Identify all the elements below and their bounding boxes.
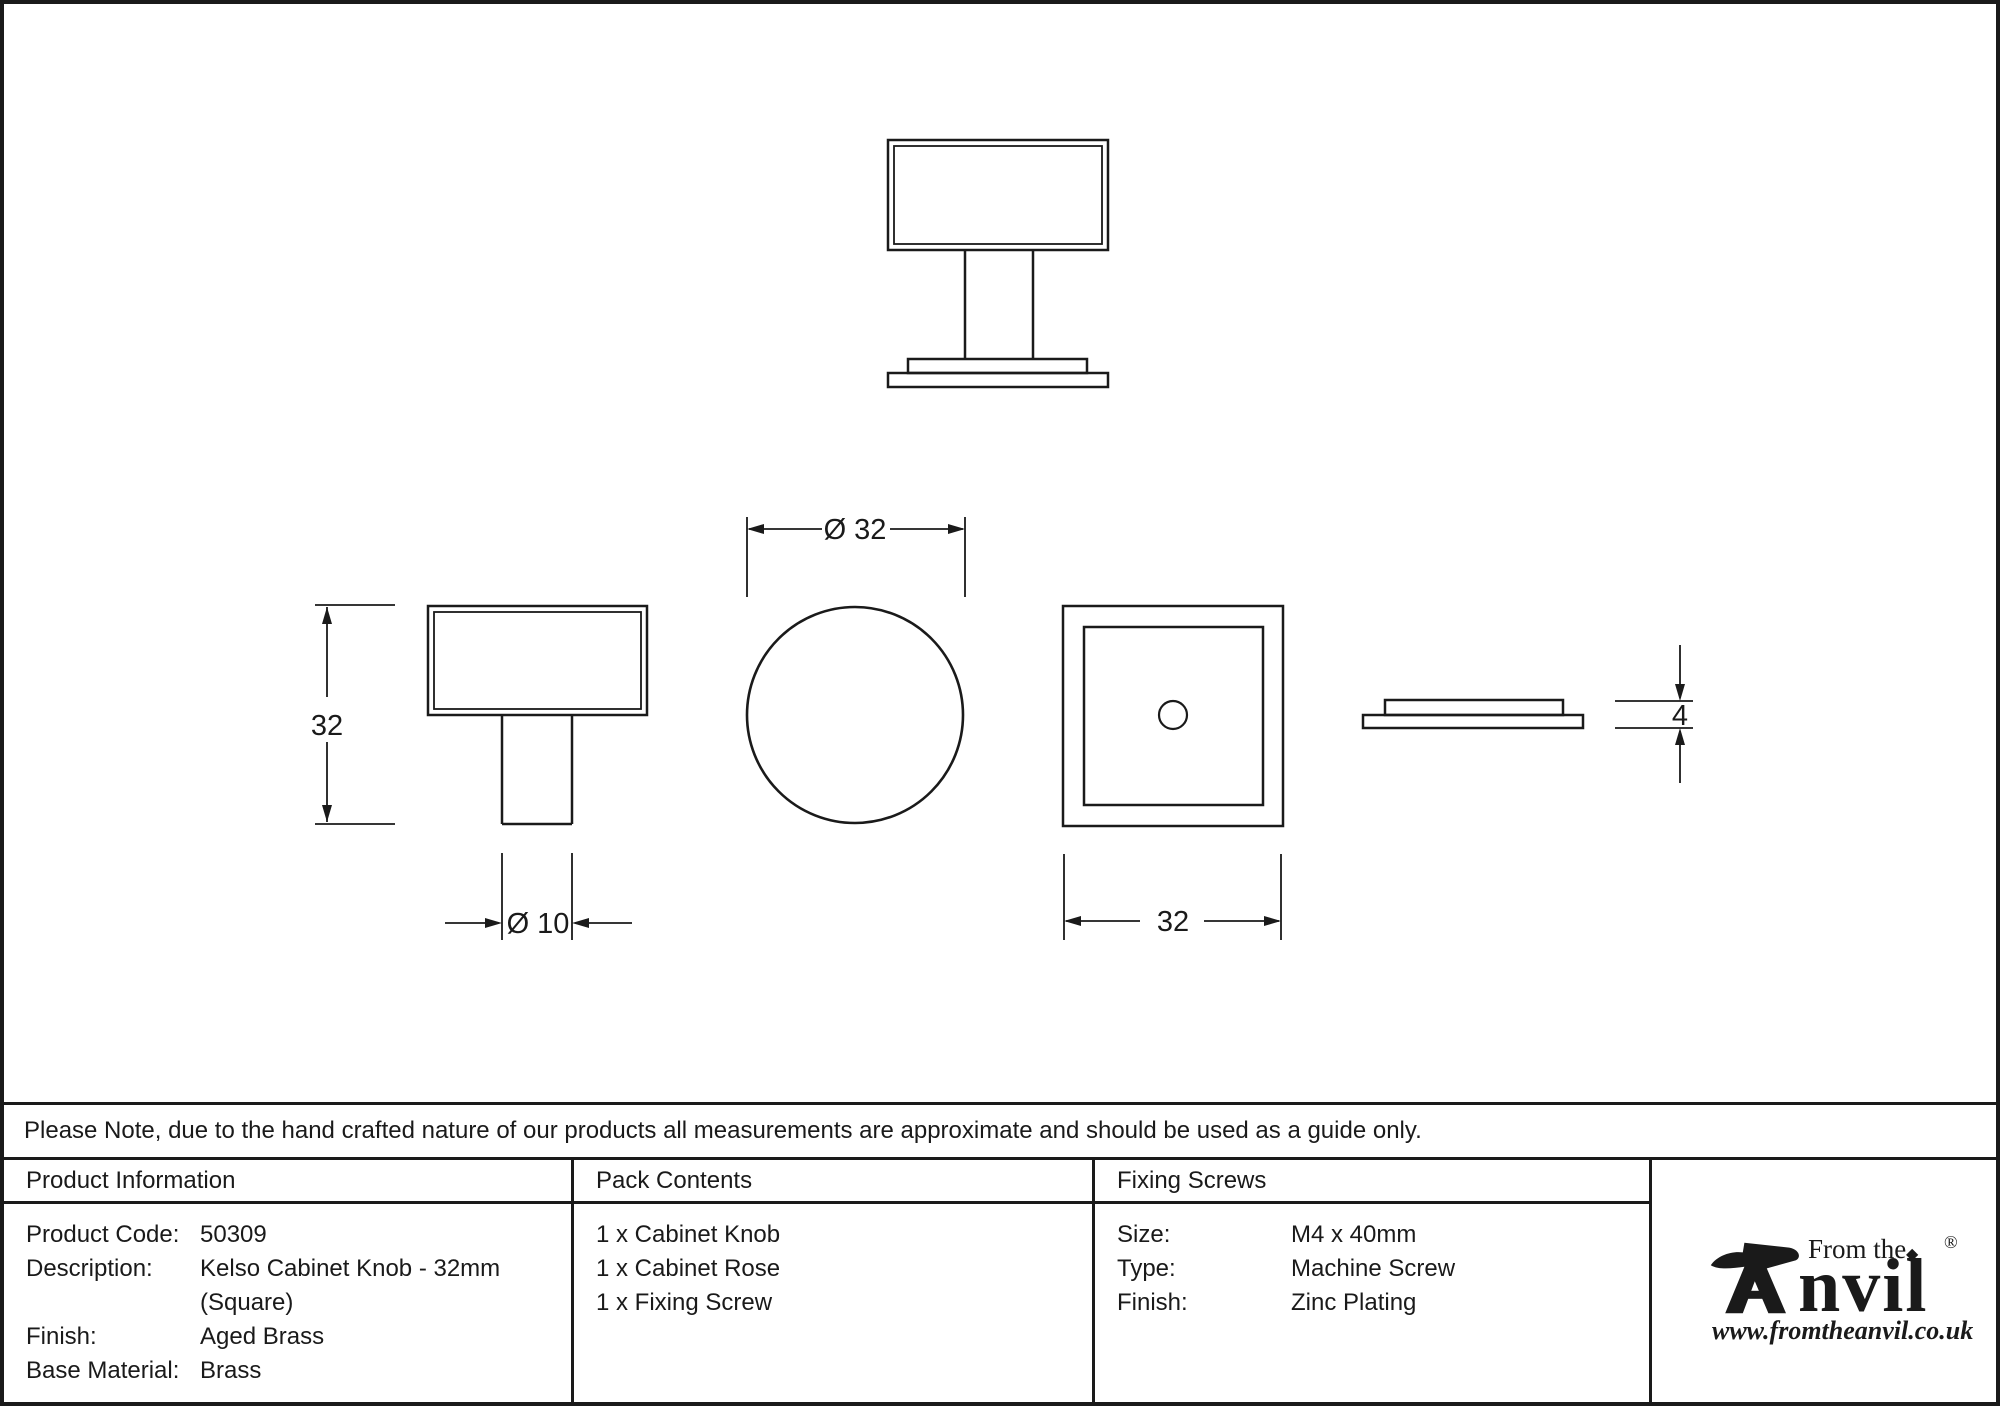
screw-size-value: M4 x 40mm [1291,1221,1417,1248]
knob-face-front-view [745,605,965,825]
anvil-icon [1710,1242,1799,1314]
dim-label-face-diameter: Ø 32 [824,514,887,546]
logo-tagline: From the [1808,1234,1907,1264]
logo-brand-name: nvil [1798,1244,1929,1328]
screw-size-label: Size: [1117,1221,1171,1248]
knob-back-square-view [1061,604,1285,828]
arrowhead-up [322,607,332,624]
rose-base [1361,713,1585,730]
rose-profile-view [1361,698,1585,730]
dim-label-stem-diameter: Ø 10 [507,908,570,940]
table-row: Description: Kelso Cabinet Knob - 32mm (… [26,1252,571,1320]
dimension-face-diameter [746,517,966,597]
dimension-rose-thickness [1615,645,1693,783]
list-item: 1 x Cabinet Knob [596,1221,781,1248]
knob-face-circle [745,605,965,825]
rose-step [1383,698,1565,717]
technical-drawing-svg: 32 Ø 10 Ø 32 32 4 [311,138,1693,940]
table-row: Finish: Zinc Plating [1117,1286,1649,1320]
arrowhead-left [1064,916,1081,926]
knob-elevation-top-view [886,138,1110,389]
screw-type-label: Type: [1117,1255,1176,1282]
square-inner [1082,625,1265,807]
dimension-stem-diameter [445,853,632,940]
screw-type-value: Machine Screw [1291,1255,1456,1282]
dim-label-total-height: 32 [311,710,343,742]
registered-trademark-icon: ® [1944,1232,1958,1252]
pack-contents-column: Pack Contents 1 x Cabinet Knob 1 x Cabin… [574,1160,1095,1402]
arrowhead-right [485,918,502,928]
measurement-note-text: Please Note, due to the hand crafted nat… [24,1117,1422,1144]
product-info-table: Product Information Product Code: 50309 … [4,1160,1996,1402]
rose-step [906,357,1089,375]
arrowhead-left [747,524,764,534]
fixing-screws-column: Fixing Screws Size: M4 x 40mm Type: Mach… [1095,1160,1652,1402]
logo-website-url: www.fromtheanvil.co.uk [1712,1316,1974,1345]
product-code-label: Product Code: [26,1221,180,1248]
diamond-icon: ◆ [1906,1246,1919,1263]
knob-head-outline [886,138,1110,252]
fixing-screws-header: Fixing Screws [1095,1160,1649,1204]
arrowhead-up [1675,728,1685,745]
table-row: Size: M4 x 40mm [1117,1218,1649,1252]
base-material-label: Base Material: [26,1357,180,1384]
knob-head-outline [426,604,649,717]
dim-label-rose-thickness: 4 [1672,700,1688,732]
product-code-value: 50309 [200,1221,267,1248]
knob-head-inner-line [893,145,1103,245]
table-row: Product Code: 50309 [26,1218,571,1252]
knob-side-elevation [426,604,649,826]
screw-finish-value: Zinc Plating [1291,1289,1417,1316]
description-value: Kelso Cabinet Knob - 32mm (Square) [200,1255,501,1316]
description-label: Description: [26,1255,153,1282]
screw-finish-label: Finish: [1117,1289,1188,1316]
pack-contents-header: Pack Contents [574,1160,1092,1204]
finish-label: Finish: [26,1323,97,1350]
arrowhead-right [948,524,965,534]
table-row: Finish: Aged Brass [26,1320,571,1354]
square-outer [1061,604,1285,828]
arrowhead-down [322,805,332,822]
finish-value: Aged Brass [200,1323,325,1350]
arrowhead-right [1264,916,1281,926]
dimension-square-width [1063,854,1282,940]
fixing-screws-body: Size: M4 x 40mm Type: Machine Screw Fini… [1095,1204,1649,1402]
arrowhead-down [1675,684,1685,701]
table-row: Type: Machine Screw [1117,1252,1649,1286]
list-item: 1 x Fixing Screw [596,1289,773,1316]
technical-drawing-area: 32 Ø 10 Ø 32 32 4 [4,4,1996,1102]
screw-hole [1157,699,1189,731]
arrowhead-left [572,918,589,928]
product-information-header: Product Information [4,1160,571,1204]
dimension-total-height [315,604,395,825]
dim-label-square-width: 32 [1157,906,1189,938]
product-information-body: Product Code: 50309 Description: Kelso C… [4,1204,571,1402]
pack-contents-body: 1 x Cabinet Knob 1 x Cabinet Rose 1 x Fi… [574,1204,1092,1402]
table-row: Base Material: Brass [26,1354,571,1388]
list-item: 1 x Cabinet Rose [596,1255,781,1282]
measurement-note-bar: Please Note, due to the hand crafted nat… [4,1102,1996,1160]
knob-head-inner-line [433,611,642,710]
base-material-value: Brass [200,1357,262,1384]
rose-base [886,371,1110,389]
product-information-column: Product Information Product Code: 50309 … [4,1160,574,1402]
brand-logo-cell: From the ◆ nvil ® www.fromtheanvil.co.uk [1652,1160,1996,1402]
